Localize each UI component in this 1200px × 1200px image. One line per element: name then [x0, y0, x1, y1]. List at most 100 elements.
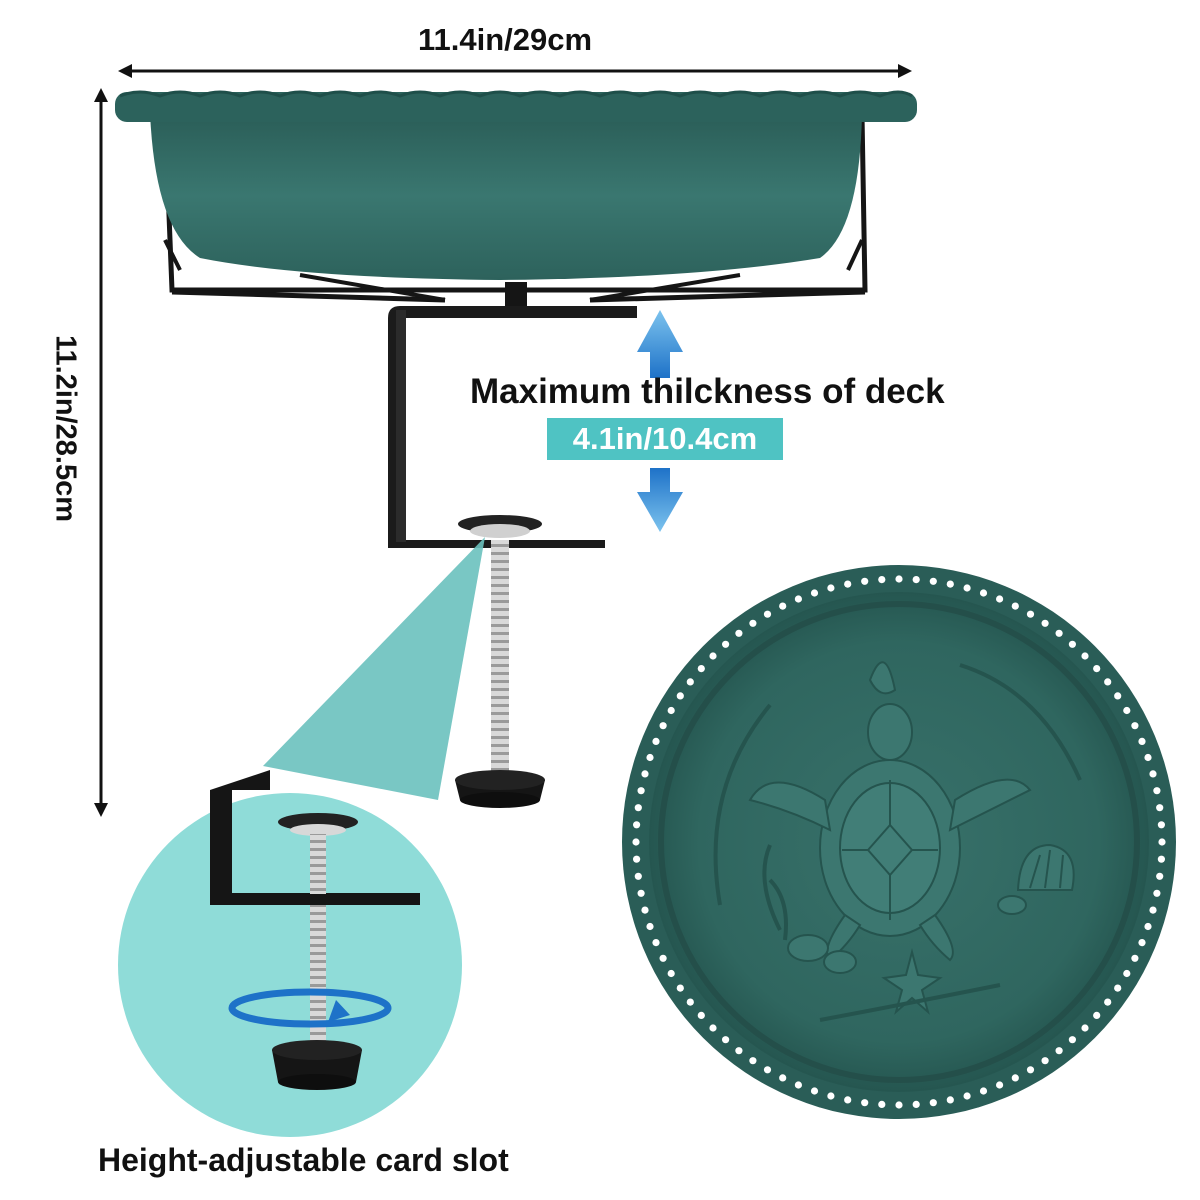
- rim-dot: [722, 640, 730, 648]
- rim-dot: [827, 1092, 835, 1100]
- rim-dot: [633, 821, 641, 829]
- bowl-side-view: [115, 90, 917, 303]
- rim-dot: [946, 580, 954, 588]
- rim-dot: [709, 652, 717, 660]
- rim-dot: [779, 602, 787, 610]
- rim-dot: [1011, 1074, 1019, 1082]
- rim-dot: [633, 855, 641, 863]
- zoom-connector: [263, 537, 485, 800]
- slot-caption: Height-adjustable card slot: [98, 1142, 509, 1178]
- deck-thickness-title: Maximum thilckness of deck: [470, 372, 945, 411]
- rim-dot: [844, 580, 852, 588]
- rim-dot: [686, 998, 694, 1006]
- rim-dot: [676, 984, 684, 992]
- rim-dot: [895, 575, 903, 583]
- rim-dot: [652, 939, 660, 947]
- rim-dot: [1131, 722, 1139, 730]
- rim-dot: [652, 737, 660, 746]
- rim-dot: [1081, 652, 1089, 660]
- rim-dot: [763, 1066, 772, 1074]
- rim-dot: [810, 589, 819, 597]
- width-dimension-label: 11.4in/29cm: [417, 22, 593, 57]
- rim-dot: [810, 1087, 819, 1095]
- rim-dot: [1104, 998, 1112, 1006]
- rim-dot: [1123, 706, 1131, 715]
- rim-dot: [1068, 1036, 1076, 1044]
- rim-dot: [1138, 939, 1146, 947]
- plate-top-view: [622, 565, 1176, 1119]
- rim-dot: [634, 804, 642, 812]
- seashell-icon: [868, 661, 897, 695]
- sea-turtle-icon: [748, 703, 1032, 962]
- rim-dot: [686, 678, 694, 686]
- rim-dot: [1114, 692, 1122, 700]
- rim-dot: [697, 1011, 705, 1020]
- height-dimension-arrow: [94, 88, 108, 817]
- rim-dot: [722, 1036, 730, 1044]
- rim-dot: [1068, 640, 1076, 648]
- rim-dot: [1123, 969, 1131, 978]
- rim-dot: [1156, 872, 1164, 880]
- rim-dot: [963, 1092, 971, 1100]
- rim-dot: [1026, 610, 1035, 618]
- rim-dot: [794, 595, 803, 603]
- rim-dot: [929, 577, 937, 585]
- rim-dot: [929, 1099, 937, 1107]
- rotate-arrow-icon: [228, 988, 392, 1028]
- rim-dot: [1055, 629, 1063, 637]
- rim-dot: [641, 906, 649, 914]
- rim-dot: [794, 1081, 803, 1089]
- rim-dot: [1149, 770, 1157, 778]
- rim-dot: [1144, 922, 1152, 931]
- rim-dot: [632, 838, 640, 846]
- rim-dot: [1081, 1024, 1089, 1032]
- scallop-shell-icon: [997, 843, 1075, 915]
- rim-dot: [1026, 1066, 1035, 1074]
- rim-dot: [634, 872, 642, 880]
- rim-dot: [1156, 804, 1164, 812]
- rim-dot: [676, 692, 684, 700]
- rim-dot: [637, 889, 645, 897]
- rim-dot: [996, 1081, 1004, 1089]
- height-dimension-label: 11.2in/28.5cm: [49, 334, 82, 523]
- rim-dot: [1131, 954, 1139, 962]
- rim-dot: [1041, 1057, 1049, 1065]
- rim-dot: [735, 629, 743, 637]
- rim-dot: [697, 665, 705, 673]
- rim-dot: [1158, 838, 1166, 846]
- deck-thickness-value-badge: 4.1in/10.4cm: [547, 418, 783, 460]
- zoom-detail-circle: [118, 770, 462, 1137]
- rim-dot: [878, 576, 886, 584]
- starfish-icon: [881, 948, 943, 1015]
- rim-dot: [646, 922, 654, 931]
- rim-dot: [779, 1074, 787, 1082]
- rim-dot: [1138, 737, 1146, 746]
- rim-dot: [763, 610, 772, 618]
- rim-dot: [861, 577, 869, 585]
- rim-dot: [749, 1057, 757, 1065]
- rim-dot: [659, 722, 667, 730]
- rim-dot: [844, 1096, 852, 1104]
- rim-dot: [979, 589, 988, 597]
- rim-dot: [1153, 889, 1161, 897]
- rim-dot: [637, 787, 645, 795]
- rim-dot: [709, 1024, 717, 1032]
- rim-dot: [1114, 984, 1122, 992]
- rim-dot: [912, 576, 920, 584]
- rim-dot: [979, 1087, 988, 1095]
- rim-dot: [895, 1101, 903, 1109]
- rim-dot: [641, 770, 649, 778]
- rim-dot: [1093, 1011, 1101, 1020]
- rim-dot: [667, 706, 675, 715]
- width-dimension-arrow: [118, 64, 912, 78]
- rim-dot: [1153, 787, 1161, 795]
- rim-dot: [1055, 1047, 1063, 1055]
- rim-dot: [827, 584, 835, 592]
- rim-dot: [1041, 619, 1049, 627]
- rim-dot: [667, 969, 675, 978]
- rim-dot: [646, 753, 654, 762]
- rim-dot: [1093, 665, 1101, 673]
- rim-dot: [1104, 678, 1112, 686]
- rim-dot: [749, 619, 757, 627]
